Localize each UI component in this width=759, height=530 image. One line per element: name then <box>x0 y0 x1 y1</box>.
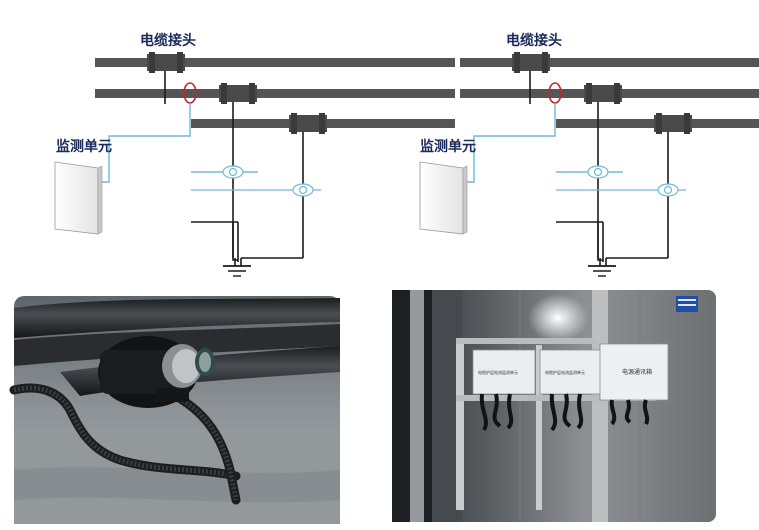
right-diagram <box>419 51 759 277</box>
box-1-label: 电缆护层电流监测单元 <box>478 369 518 375</box>
box-2-label: 电缆护层电流监测单元 <box>545 369 585 375</box>
right-monitor-label: 监测单元 <box>420 138 476 155</box>
right-joint-label: 电缆接头 <box>506 32 562 49</box>
left-diagram <box>54 51 456 277</box>
photo-monitor-boxes: 电缆护层电流监测单元 电缆护层电流监测单元 电源通讯箱 <box>392 290 716 522</box>
photo-cable-sensor <box>9 296 340 524</box>
left-monitor-label: 监测单元 <box>56 138 112 155</box>
box-3-label: 电源通讯箱 <box>622 368 652 376</box>
left-joint-label: 电缆接头 <box>140 32 196 49</box>
